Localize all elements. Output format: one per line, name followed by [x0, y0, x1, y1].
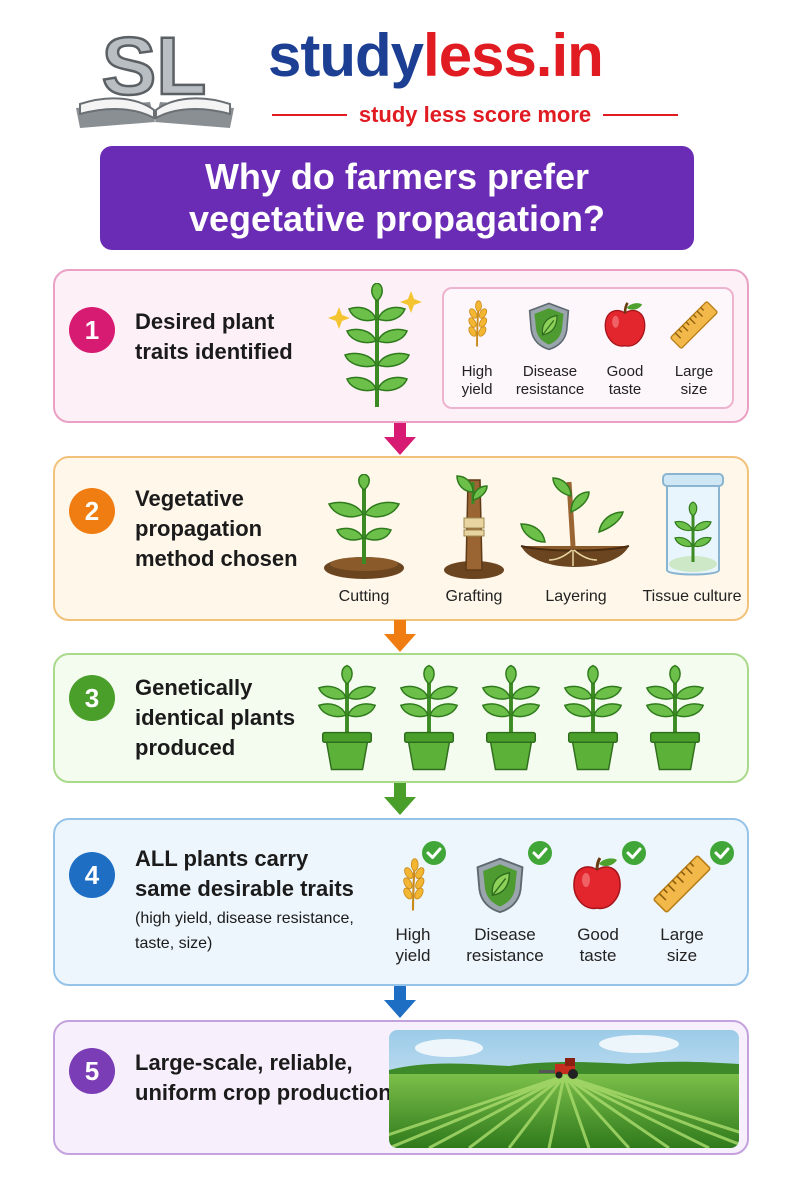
ruler-icon	[670, 299, 718, 351]
potted-plant-icon	[477, 663, 545, 773]
method-layering: Layering	[545, 588, 607, 605]
step-1-text: Desired plant traits identified	[135, 307, 293, 367]
step-2-number: 2	[69, 488, 115, 534]
ruler-icon	[653, 854, 711, 914]
tissue-culture-icon	[662, 473, 724, 576]
step-4-text: ALL plants carry same desirable traits (…	[135, 844, 354, 956]
brand-part-less: less.in	[423, 22, 604, 89]
step-1-line-2: traits identified	[135, 339, 293, 364]
step-4-number: 4	[69, 852, 115, 898]
apple-icon	[601, 301, 649, 351]
page-title: Why do farmers prefer vegetative propaga…	[100, 146, 694, 250]
potted-plant-icon	[641, 663, 709, 773]
apple-icon	[569, 856, 625, 914]
shield-leaf-icon	[473, 856, 527, 914]
step-5-number: 5	[69, 1048, 115, 1094]
step-4-line-2: same desirable traits	[135, 876, 354, 901]
step-3-line-1: Genetically	[135, 675, 253, 700]
sparkle-plant-icon	[328, 283, 422, 407]
tractor-icon	[539, 1058, 578, 1079]
wheat-icon	[462, 297, 492, 351]
layering-icon	[520, 477, 630, 567]
logo-letters: SL	[102, 21, 207, 112]
step-3-line-3: produced	[135, 735, 236, 760]
brand-part-study: study	[268, 22, 424, 89]
shield-leaf-icon	[526, 301, 572, 351]
step-3-box: 3 Genetically identical plants produced	[53, 653, 749, 783]
cutting-icon	[324, 474, 404, 579]
step-2-box: 2 Vegetative propagation method chosen	[53, 456, 749, 621]
crop-field-image	[389, 1030, 739, 1148]
check-icon	[621, 840, 647, 866]
step-2-line-3: method chosen	[135, 546, 298, 571]
tagline-rule-left	[272, 114, 347, 116]
arrow-down-icon	[384, 783, 416, 815]
check-icon	[421, 840, 447, 866]
step-2-text: Vegetative propagation method chosen	[135, 484, 298, 574]
tagline-rule-right	[603, 114, 678, 116]
step-2-line-2: propagation	[135, 516, 263, 541]
step-4-note: (high yield, disease resistance, taste, …	[135, 906, 354, 956]
step-5-box: 5 Large-scale, reliable, uniform crop pr…	[53, 1020, 749, 1155]
step-4-note-line-2: taste, size)	[135, 935, 213, 952]
grafting-icon	[444, 475, 504, 579]
arrow-down-icon	[384, 986, 416, 1018]
step-3-number: 3	[69, 675, 115, 721]
method-grafting: Grafting	[445, 588, 503, 605]
check-icon	[709, 840, 735, 866]
title-line-2: vegetative propagation?	[188, 198, 606, 239]
check-icon	[527, 840, 553, 866]
method-cutting: Cutting	[338, 588, 390, 605]
arrow-down-icon	[384, 423, 416, 455]
step-3-text: Genetically identical plants produced	[135, 673, 295, 763]
step-5-line-2: uniform crop production	[135, 1080, 392, 1105]
logo: SL	[70, 18, 240, 130]
potted-plant-icon	[559, 663, 627, 773]
step-5-text: Large-scale, reliable, uniform crop prod…	[135, 1048, 392, 1108]
step-1-number: 1	[69, 307, 115, 353]
step-5-line-1: Large-scale, reliable,	[135, 1050, 353, 1075]
method-tissue-culture: Tissue culture	[642, 588, 742, 605]
step-4-note-line-1: (high yield, disease resistance,	[135, 910, 354, 927]
tagline-row: study less score more	[272, 100, 678, 130]
step-4-box: 4 ALL plants carry same desirable traits…	[53, 818, 749, 986]
title-line-1: Why do farmers prefer	[204, 156, 590, 197]
potted-plant-icon	[395, 663, 463, 773]
step-2-line-1: Vegetative	[135, 486, 244, 511]
brand-name: studyless.in	[268, 22, 604, 89]
step-4-line-1: ALL plants carry	[135, 846, 309, 871]
step-3-line-2: identical plants	[135, 705, 296, 730]
tagline: study less score more	[358, 102, 592, 127]
step-1-line-1: Desired plant	[135, 309, 275, 334]
arrow-down-icon	[384, 620, 416, 652]
potted-plant-icon	[313, 663, 381, 773]
